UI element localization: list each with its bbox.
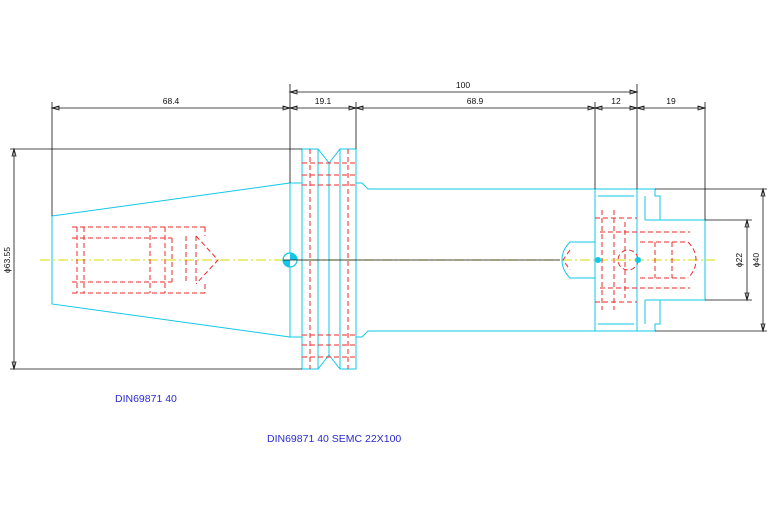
body bbox=[356, 182, 595, 338]
dim-tail-length: 19 bbox=[666, 96, 676, 106]
dim-flange-length: 19.1 bbox=[315, 96, 332, 106]
bore-center-marker bbox=[595, 257, 601, 263]
bore-center-marker bbox=[635, 257, 641, 263]
gauge-point-marker bbox=[282, 252, 560, 268]
dim-taper-length: 68.4 bbox=[163, 96, 180, 106]
pull-stud-bore-hidden bbox=[72, 226, 219, 294]
dim-body-length: 68.9 bbox=[467, 96, 484, 106]
head-hidden-lines bbox=[562, 210, 697, 310]
flange-hidden-lines bbox=[302, 149, 356, 369]
flange bbox=[282, 148, 560, 370]
clamp-head bbox=[561, 188, 706, 332]
dim-overall-length: 100 bbox=[456, 80, 470, 90]
dim-flange-diameter: ϕ63.55 bbox=[2, 247, 12, 273]
dimensions: 100 68.4 19.1 68.9 12 19 ϕ63.55 ϕ22 ϕ40 bbox=[2, 80, 767, 371]
taper-shank bbox=[51, 182, 291, 338]
dim-nut-length: 12 bbox=[611, 96, 621, 106]
dim-nose-diameter: ϕ40 bbox=[751, 253, 761, 267]
part-name-label: DIN69871 40 SEMC 22X100 bbox=[267, 433, 401, 445]
holder-standard-label: DIN69871 40 bbox=[115, 393, 177, 405]
dim-bore-diameter: ϕ22 bbox=[734, 253, 744, 267]
